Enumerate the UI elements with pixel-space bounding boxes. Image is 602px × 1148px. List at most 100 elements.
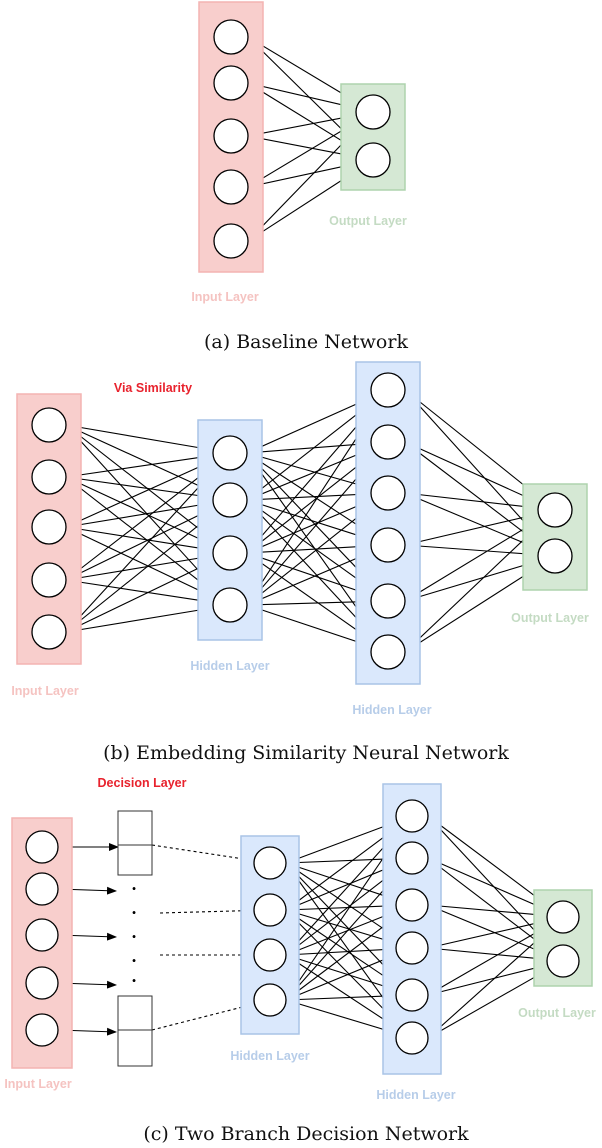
- hidden-neuron: [370, 424, 406, 460]
- connection-arrow: [65, 464, 220, 633]
- hidden-neuron: [395, 1021, 429, 1055]
- connection-arrow: [285, 820, 398, 864]
- hidden-neuron: [370, 527, 406, 563]
- input-neuron: [31, 407, 67, 443]
- connection-arrow: [285, 862, 402, 985]
- connection-arrow: [427, 918, 549, 949]
- diagram-a-input-layer-label: Input Layer: [191, 290, 259, 304]
- diagram-b-embedding-similarity-network: Via Similarity Input Layer Hidden Layer …: [11, 361, 589, 764]
- diagram-a-baseline-network: Input Layer Output Layer (a) Baseline Ne…: [191, 1, 408, 353]
- connection-arrow: [404, 559, 540, 602]
- diagram-b-caption: (b) Embedding Similarity Neural Network: [103, 742, 509, 764]
- connection-arrow: [285, 862, 400, 940]
- connection-arrow: [427, 968, 550, 1039]
- diagram-c-ellipsis-dot: ·: [131, 971, 137, 990]
- connection-arrow: [404, 512, 540, 546]
- hidden-neuron: [395, 931, 429, 965]
- connection-arrow: [285, 910, 399, 956]
- diagram-c-ellipsis-dot: ·: [131, 903, 137, 922]
- connection-arrow: [247, 135, 358, 160]
- hidden-neuron: [395, 888, 429, 922]
- diagram-c-nodes: [25, 799, 580, 1055]
- connection-arrow: [427, 815, 553, 951]
- connection-arrow: [427, 857, 550, 912]
- connection-arrow: [246, 452, 375, 537]
- connection-arrow: [65, 476, 215, 501]
- input-neuron: [31, 459, 67, 495]
- connection-arrow: [404, 518, 542, 602]
- connection-arrow: [285, 909, 402, 1028]
- connection-arrow: [247, 82, 360, 152]
- input-neuron: [213, 118, 249, 154]
- connection-arrow: [246, 399, 376, 501]
- diagram-c-hidden-layer-2-label: Hidden Layer: [376, 1088, 455, 1102]
- diagram-c-decision-box-bottom: [117, 995, 153, 1067]
- connection-arrow: [246, 452, 373, 490]
- connection-arrow: [404, 492, 541, 550]
- connection-arrow: [247, 112, 358, 137]
- diagram-a-nodes: [213, 19, 391, 259]
- input-neuron: [31, 562, 67, 598]
- output-neuron: [546, 944, 580, 978]
- diagram-c-ellipsis-dot: ·: [131, 927, 137, 946]
- connection-arrow: [247, 161, 358, 188]
- diagram-b-input-layer-label: Input Layer: [11, 684, 79, 698]
- hidden-neuron: [253, 846, 287, 880]
- connection-arrow: [246, 447, 374, 501]
- connection-arrow: [285, 909, 398, 945]
- diagram-a-output-layer-label: Output Layer: [329, 214, 407, 228]
- connection-arrow: [427, 904, 550, 956]
- connection-arrow: [65, 579, 215, 606]
- connection-arrow: [285, 824, 400, 911]
- diagram-c-two-branch-decision-network: Decision Layer · · · · · Input Layer Hid…: [4, 776, 596, 1145]
- hidden-neuron: [253, 938, 287, 972]
- output-neuron: [355, 142, 391, 178]
- connection-arrow: [427, 947, 549, 963]
- input-neuron: [25, 918, 59, 952]
- connection-arrow: [285, 991, 398, 1001]
- output-neuron: [546, 900, 580, 934]
- decision-output-arrow: [151, 844, 256, 864]
- input-neuron: [25, 1013, 59, 1047]
- diagram-c-output-layer-label: Output Layer: [518, 1006, 596, 1020]
- connection-arrow: [246, 597, 373, 606]
- connection-arrow: [427, 815, 551, 909]
- connection-arrow: [65, 553, 215, 581]
- connection-arrow: [285, 901, 398, 911]
- input-neuron: [213, 169, 249, 205]
- connection-arrow: [427, 857, 552, 952]
- diagram-c-annotation: Decision Layer: [98, 776, 187, 790]
- connection-arrow: [65, 559, 216, 633]
- connection-arrow: [285, 862, 398, 901]
- hidden-neuron: [370, 475, 406, 511]
- connection-arrow: [285, 909, 400, 987]
- output-neuron: [355, 94, 391, 130]
- diagram-a-caption: (a) Baseline Network: [204, 331, 408, 353]
- connection-arrow: [246, 490, 373, 501]
- input-neuron: [213, 65, 249, 101]
- connection-arrow: [404, 544, 540, 559]
- connection-arrow: [404, 492, 540, 512]
- connection-arrow: [285, 945, 398, 956]
- connection-arrow: [246, 551, 374, 606]
- input-neuron: [31, 509, 67, 545]
- hidden-neuron: [395, 841, 429, 875]
- connection-arrow: [404, 564, 542, 653]
- hidden-neuron: [253, 893, 287, 927]
- hidden-neuron: [212, 435, 248, 471]
- hidden-neuron: [212, 482, 248, 518]
- connection-arrow: [65, 510, 218, 633]
- diagram-c-hidden-layer-1-label: Hidden Layer: [230, 1049, 309, 1063]
- input-neuron: [213, 223, 249, 259]
- diagram-c-ellipsis-dot: ·: [131, 951, 137, 970]
- diagram-b-edges: [65, 389, 545, 653]
- connection-arrow: [65, 500, 215, 528]
- connection-arrow: [285, 867, 401, 956]
- connection-arrow: [285, 863, 399, 911]
- connection-arrow: [65, 424, 215, 453]
- connection-arrow: [247, 82, 358, 111]
- connection-arrow: [246, 454, 378, 606]
- connection-arrow: [246, 604, 373, 648]
- diagram-c-decision-box-top: [117, 810, 153, 876]
- connection-arrow: [65, 476, 216, 547]
